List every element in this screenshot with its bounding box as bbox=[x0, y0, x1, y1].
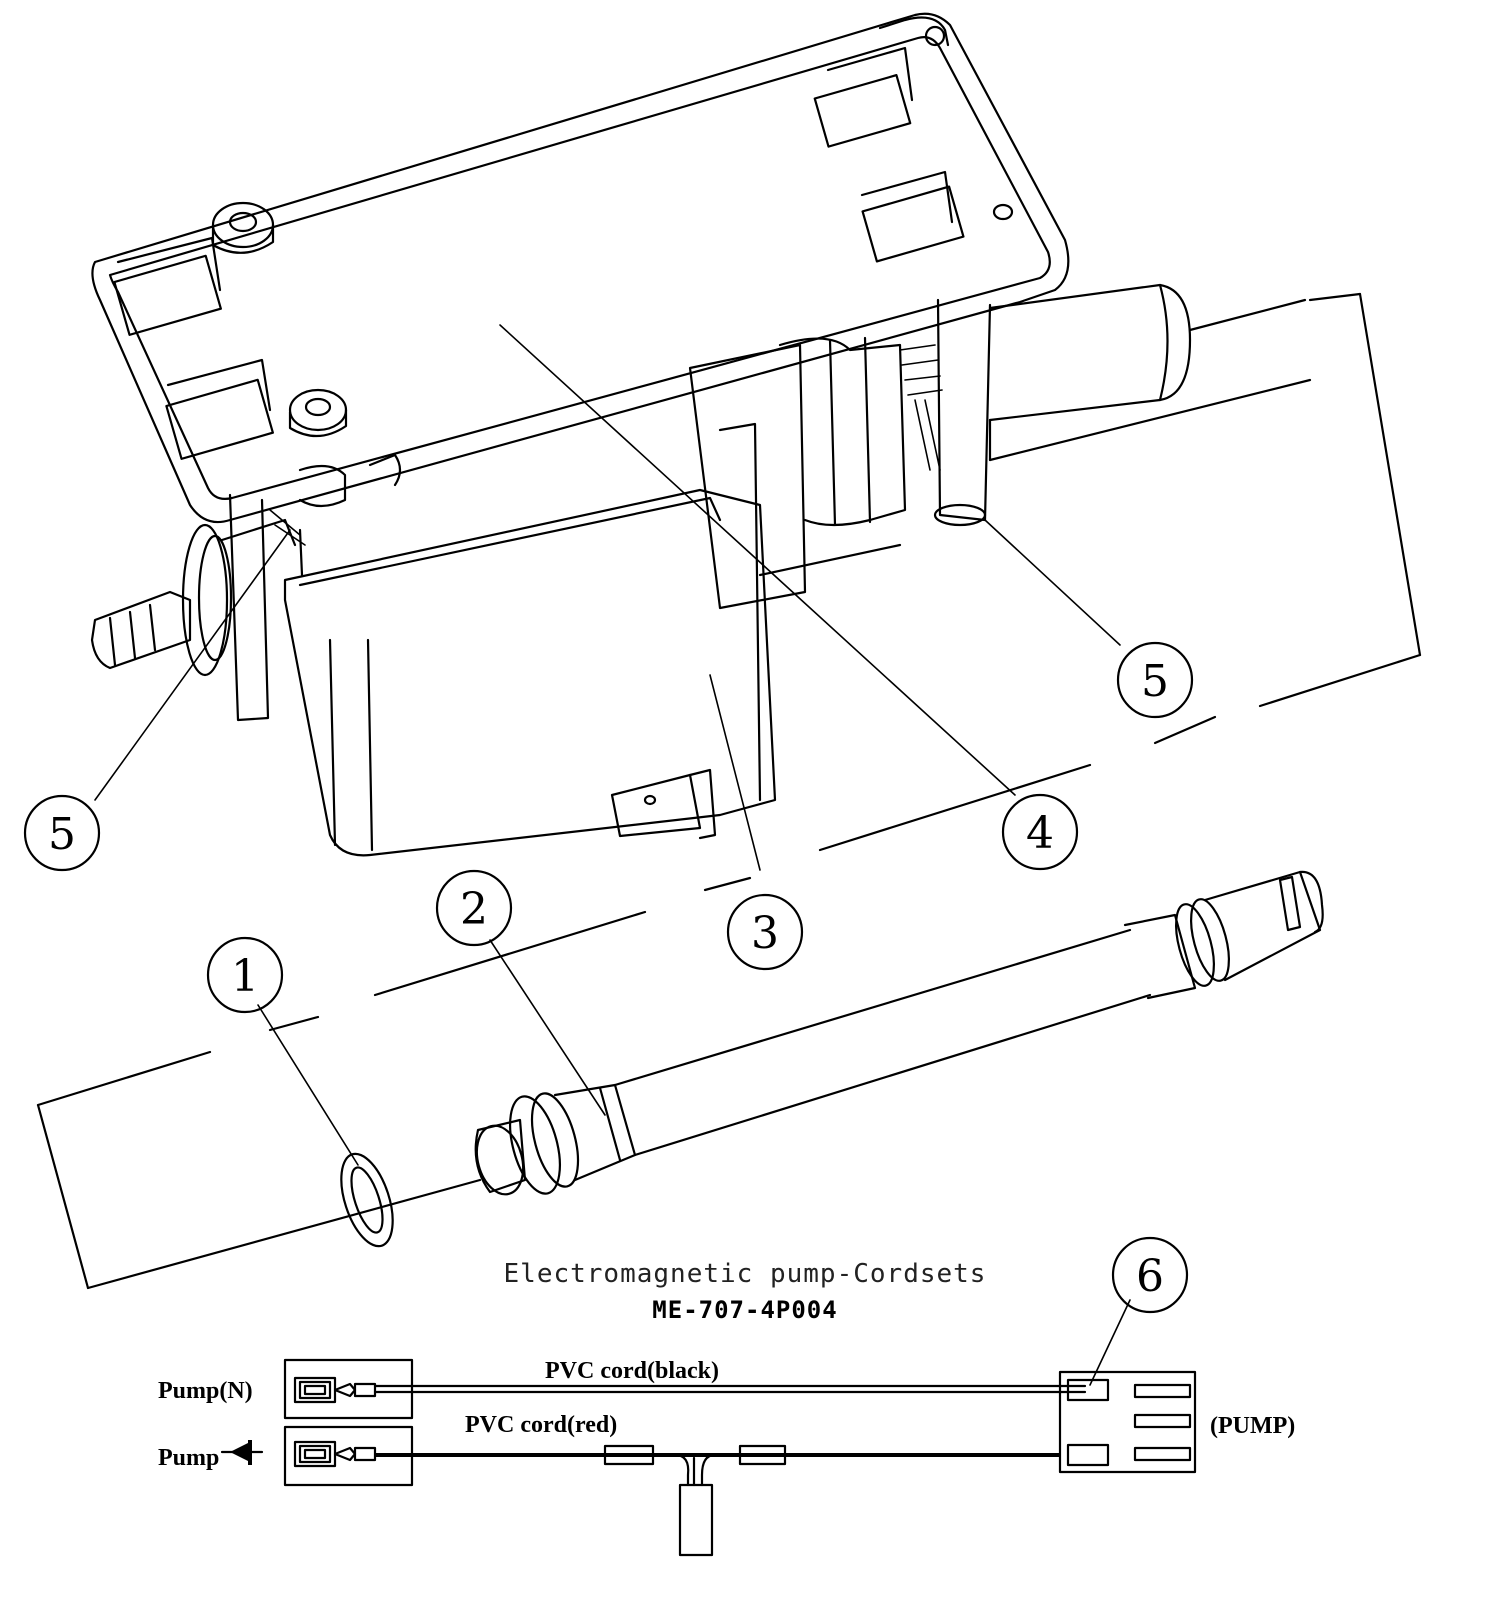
tube-assembly bbox=[340, 870, 1324, 1248]
leader-4 bbox=[499, 324, 1016, 796]
pump-connector-label: (PUMP) bbox=[1210, 1413, 1295, 1439]
callout-3: 3 bbox=[726, 893, 804, 971]
leader-5-right bbox=[984, 519, 1121, 646]
diode-icon bbox=[220, 1440, 264, 1465]
pump-n-label: Pump(N) bbox=[158, 1378, 253, 1404]
mounting-bracket bbox=[91, 12, 1070, 722]
callout-5-right-label: 5 bbox=[1141, 656, 1169, 707]
terminal-box-neutral bbox=[283, 1358, 414, 1420]
callout-4: 4 bbox=[1001, 793, 1079, 871]
callout-4-label: 4 bbox=[1026, 808, 1054, 859]
leader-3 bbox=[709, 674, 761, 871]
pump-diode-label: Pump bbox=[158, 1445, 219, 1471]
inline-component bbox=[678, 1483, 714, 1557]
callout-1-label: 1 bbox=[231, 951, 259, 1002]
pump-body bbox=[90, 283, 1192, 857]
leader-2 bbox=[489, 939, 606, 1116]
callout-5-left-label: 5 bbox=[48, 809, 76, 860]
callout-6-label: 6 bbox=[1136, 1251, 1164, 1302]
leader-1 bbox=[257, 1004, 359, 1166]
callout-5-right: 5 bbox=[1116, 641, 1194, 719]
callout-3-label: 3 bbox=[751, 908, 779, 959]
cord-black-label: PVC cord(black) bbox=[545, 1358, 719, 1384]
wiring-diagram: Electromagnetic pump-Cordsets ME-707-4P0… bbox=[158, 1259, 1295, 1557]
callout-2: 2 bbox=[435, 869, 513, 947]
wiring-title: Electromagnetic pump-Cordsets bbox=[504, 1259, 987, 1289]
callout-1: 1 bbox=[206, 936, 284, 1014]
assembly-dashed-outline bbox=[36, 292, 1422, 1290]
part-number: ME-707-4P004 bbox=[652, 1296, 837, 1324]
callout-5-left: 5 bbox=[23, 794, 101, 872]
leader-6 bbox=[1089, 1299, 1131, 1386]
callout-6: 6 bbox=[1111, 1236, 1189, 1314]
heat-shrink-2 bbox=[738, 1444, 787, 1466]
cord-red-label: PVC cord(red) bbox=[465, 1412, 617, 1438]
leader-5-left bbox=[94, 529, 291, 801]
heat-shrink-1 bbox=[603, 1444, 655, 1466]
callout-2-label: 2 bbox=[460, 884, 488, 935]
pump-connector bbox=[1058, 1370, 1197, 1474]
leader-lines bbox=[94, 324, 1131, 1386]
